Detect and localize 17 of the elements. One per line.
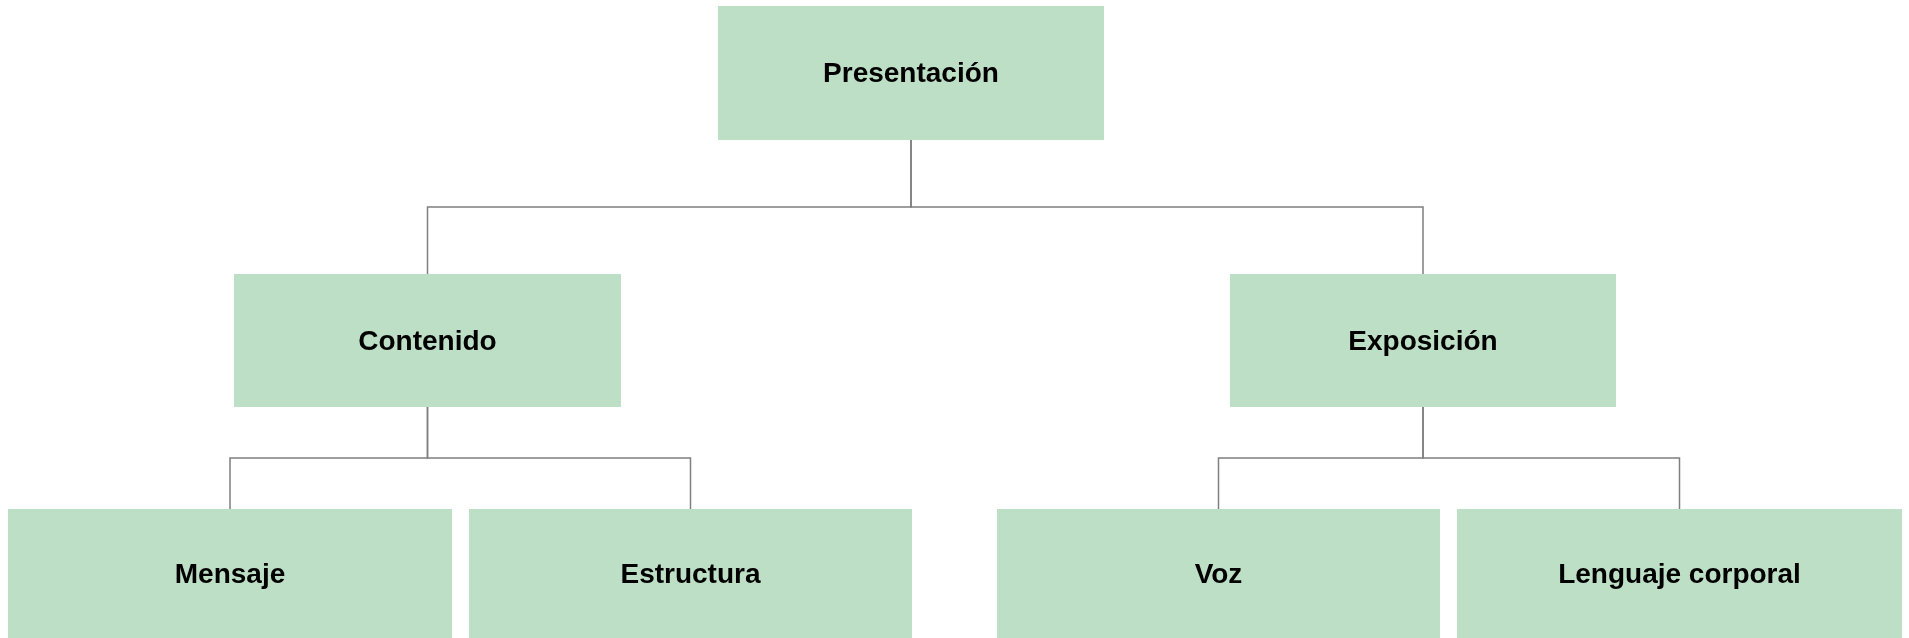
box-label: Mensaje: [174, 557, 286, 590]
tree-box: [718, 6, 1104, 140]
box-label: Lenguaje corporal: [1558, 557, 1801, 590]
box-label: Estructura: [620, 557, 761, 590]
tree-box: [469, 509, 912, 638]
connector-line: [1422, 406, 1681, 510]
connector-line: [910, 139, 1424, 275]
tree-box: [8, 509, 452, 638]
tree-box: [1457, 509, 1902, 638]
box-label: Presentación: [823, 57, 999, 89]
tree-box: [997, 509, 1440, 638]
tree-box: [1230, 274, 1616, 407]
tree-box: [234, 274, 621, 407]
connector-line: [426, 406, 692, 510]
box-label: Voz: [1194, 557, 1243, 590]
box-label: Contenido: [358, 324, 497, 357]
box-label: Exposición: [1348, 324, 1498, 357]
